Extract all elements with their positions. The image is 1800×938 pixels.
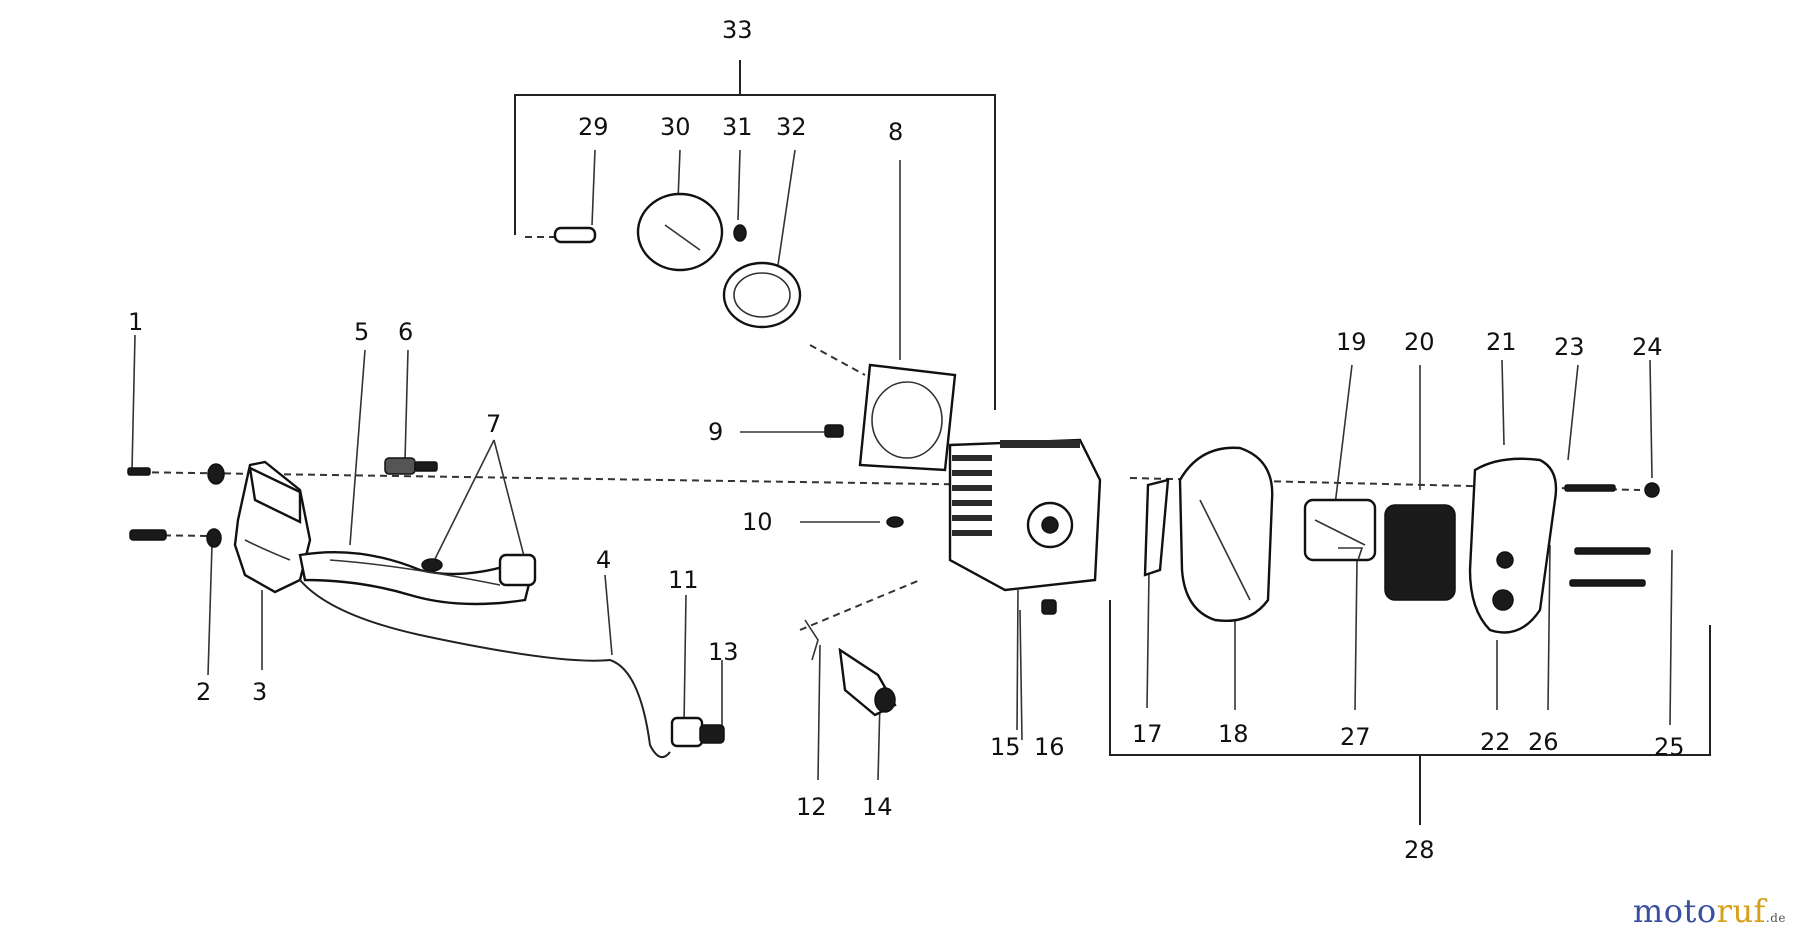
callout-12: 12: [796, 793, 827, 821]
callout-20: 20: [1404, 328, 1435, 356]
part-5-intake-manifold: [298, 550, 532, 606]
bracket-33: [514, 60, 996, 410]
callout-31: 31: [722, 113, 753, 141]
callout-30: 30: [660, 113, 691, 141]
part-6-spark-plug: [384, 457, 438, 475]
callout-23: 23: [1554, 333, 1585, 361]
part-24-nut: [1644, 482, 1660, 498]
part-29-30-31-32-piston-group: [553, 192, 802, 329]
part-4-ignition-cable: [299, 579, 671, 759]
watermark-part-2: ruf: [1716, 892, 1766, 930]
part-20-air-filter: [1384, 504, 1456, 601]
part-19-carburetor: [1303, 498, 1377, 562]
part-17-gasket: [1143, 478, 1170, 577]
part-25-long-screws: [1569, 547, 1651, 587]
part-18-carburetor-cover: [1178, 446, 1274, 622]
leader-lines: [131, 149, 1673, 781]
callout-28: 28: [1404, 836, 1435, 864]
bracket-28: [1109, 600, 1711, 825]
callout-33: 33: [722, 16, 753, 44]
site-watermark: motoruf.de: [1633, 892, 1786, 930]
callout-1: 1: [128, 308, 143, 336]
callout-24: 24: [1632, 333, 1663, 361]
part-2-nut: [206, 463, 225, 548]
part-3-muffler: [233, 460, 312, 594]
callout-4: 4: [596, 546, 611, 574]
part-21-filter-cover: [1468, 457, 1558, 634]
part-27-choke-lever: [1338, 547, 1364, 561]
part-14-plug-cap: [838, 647, 897, 717]
callout-13: 13: [708, 638, 739, 666]
part-11-ignition-coil: [670, 716, 725, 748]
watermark-part-1: moto: [1632, 892, 1717, 930]
callout-9: 9: [708, 418, 723, 446]
part-15-cylinder: [948, 438, 1102, 592]
callout-2: 2: [196, 678, 211, 706]
part-12-spring-clip: [804, 619, 819, 661]
callout-19: 19: [1336, 328, 1367, 356]
callout-3: 3: [252, 678, 267, 706]
part-23-screw: [1564, 484, 1616, 492]
callout-7: 7: [486, 410, 501, 438]
part-1-screw: [127, 467, 167, 541]
part-16-screw: [1041, 599, 1057, 615]
part-7-gasket: [421, 553, 537, 587]
part-8-cylinder-gasket: [858, 363, 957, 472]
callout-15: 15: [990, 733, 1021, 761]
callout-29: 29: [578, 113, 609, 141]
callout-32: 32: [776, 113, 807, 141]
callout-10: 10: [742, 508, 773, 536]
callout-6: 6: [398, 318, 413, 346]
callout-labels: 1 2 3 4 5 6 7 8 9 10 11 12 13 14 15 16 1…: [128, 16, 1685, 864]
callout-16: 16: [1034, 733, 1065, 761]
callout-18: 18: [1218, 720, 1249, 748]
callout-17: 17: [1132, 720, 1163, 748]
callout-22: 22: [1480, 728, 1511, 756]
callout-5: 5: [354, 318, 369, 346]
callout-27: 27: [1340, 723, 1371, 751]
callout-26: 26: [1528, 728, 1559, 756]
callout-21: 21: [1486, 328, 1517, 356]
callout-11: 11: [668, 566, 699, 594]
callout-25: 25: [1654, 733, 1685, 761]
callout-14: 14: [862, 793, 893, 821]
watermark-part-3: .de: [1765, 911, 1786, 925]
callout-8: 8: [888, 118, 903, 146]
part-10-washer: [886, 516, 904, 528]
part-9-bolt: [824, 424, 844, 438]
